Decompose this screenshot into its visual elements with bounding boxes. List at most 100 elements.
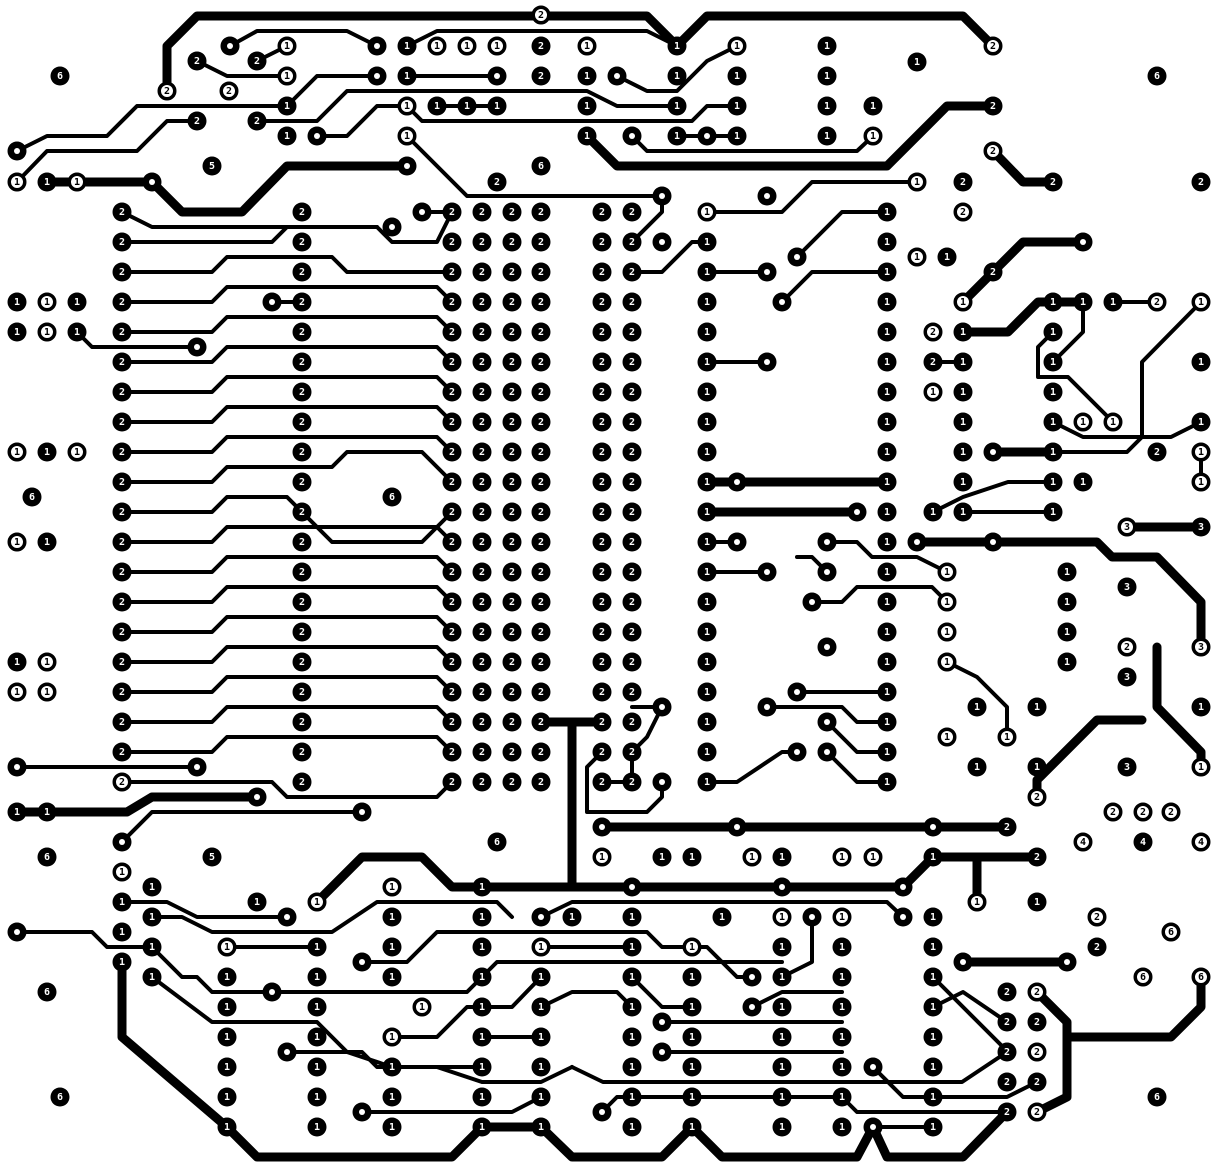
pad xyxy=(652,232,672,252)
pad-label: 1 xyxy=(884,597,890,608)
pad: 1 xyxy=(472,997,492,1017)
pad: 1 xyxy=(923,847,943,867)
pad: 1 xyxy=(382,907,402,927)
pad: 1 xyxy=(247,892,267,912)
pad-label: 1 xyxy=(314,897,320,908)
pad-label: 2 xyxy=(449,297,455,308)
pad: 1 xyxy=(877,622,897,642)
connector-pad: 2 xyxy=(592,262,612,282)
pad-label: 1 xyxy=(704,327,710,338)
pad: 1 xyxy=(1191,412,1211,432)
pad-label: 1 xyxy=(538,972,544,983)
pad-label: 1 xyxy=(914,252,920,263)
pad-label: 2 xyxy=(538,627,544,638)
pad xyxy=(697,126,717,146)
pad-label: 1 xyxy=(974,897,980,908)
pad-label: 1 xyxy=(389,942,395,953)
pad: 1 xyxy=(953,382,973,402)
pad-label: 2 xyxy=(119,567,125,578)
pad: 6 xyxy=(37,982,57,1002)
pad: 1 xyxy=(7,532,27,552)
pad-label: 2 xyxy=(479,327,485,338)
pad-label: 1 xyxy=(314,1092,320,1103)
pad-label: 2 xyxy=(509,207,515,218)
pad xyxy=(652,697,672,717)
pad: 2 xyxy=(1027,787,1047,807)
signal-trace xyxy=(780,270,889,304)
pad-label: 2 xyxy=(299,417,305,428)
pad: 1 xyxy=(217,1117,237,1137)
pad: 2 xyxy=(1147,442,1167,462)
pad: 1 xyxy=(382,877,402,897)
pad: 1 xyxy=(923,1027,943,1047)
pad-label: 1 xyxy=(149,942,155,953)
pad: 2 xyxy=(112,712,132,732)
pad-label: 1 xyxy=(779,1122,785,1133)
pad-label: 1 xyxy=(824,41,830,52)
pad: 1 xyxy=(953,442,973,462)
pad-label: 2 xyxy=(538,267,544,278)
pad: 1 xyxy=(307,1057,327,1077)
pad: 1 xyxy=(307,1027,327,1047)
pad-label: 2 xyxy=(479,507,485,518)
pad-label: 1 xyxy=(704,417,710,428)
power-rail xyxy=(147,161,412,217)
pad: 1 xyxy=(37,682,57,702)
connector-pad: 2 xyxy=(442,652,462,672)
pad: 1 xyxy=(472,967,492,987)
pad: 1 xyxy=(667,66,687,86)
pad: 1 xyxy=(682,1057,702,1077)
pad-label: 1 xyxy=(824,71,830,82)
signal-trace xyxy=(825,540,949,574)
pad: 1 xyxy=(217,1087,237,1107)
pad-label: 1 xyxy=(930,1032,936,1043)
pad: 1 xyxy=(622,1117,642,1137)
connector-pad: 2 xyxy=(622,592,642,612)
signal-trace xyxy=(120,255,454,274)
pad-label: 3 xyxy=(1124,522,1130,533)
pad: 1 xyxy=(863,96,883,116)
pad: 1 xyxy=(967,757,987,777)
pad: 1 xyxy=(877,772,897,792)
pad: 1 xyxy=(682,1087,702,1107)
pad xyxy=(220,36,240,56)
pad-label: 1 xyxy=(44,807,50,818)
connector-pad: 2 xyxy=(531,352,551,372)
pad-label: 2 xyxy=(960,207,966,218)
pad-label: 2 xyxy=(599,537,605,548)
pad-label: 1 xyxy=(884,207,890,218)
pad-label: 1 xyxy=(314,972,320,983)
pad-label: 1 xyxy=(119,897,125,908)
pad xyxy=(817,637,837,657)
pad: 1 xyxy=(877,232,897,252)
pad-label: 1 xyxy=(930,942,936,953)
pad: 1 xyxy=(397,66,417,86)
pad: 1 xyxy=(1057,622,1077,642)
pad-label: 2 xyxy=(629,717,635,728)
pad-label: 2 xyxy=(599,357,605,368)
pad-label: 2 xyxy=(538,387,544,398)
connector-pad: 2 xyxy=(622,322,642,342)
pad-label: 2 xyxy=(479,777,485,788)
signal-trace xyxy=(630,975,694,1009)
pad: 1 xyxy=(742,847,762,867)
pad: 2 xyxy=(292,232,312,252)
pad: 2 xyxy=(1027,982,1047,1002)
pad xyxy=(757,352,777,372)
pad: 6 xyxy=(1133,967,1153,987)
pad: 1 xyxy=(37,442,57,462)
pad: 1 xyxy=(112,862,132,882)
signal-trace xyxy=(15,74,379,153)
pad xyxy=(652,772,672,792)
pad: 1 xyxy=(877,412,897,432)
pad: 2 xyxy=(487,172,507,192)
pad: 1 xyxy=(877,202,897,222)
pad-label: 1 xyxy=(674,101,680,112)
pad-label: 2 xyxy=(538,71,544,82)
pad: 6 xyxy=(37,847,57,867)
pad-label: 1 xyxy=(44,657,50,668)
pad-label: 2 xyxy=(119,627,125,638)
pad-label: 1 xyxy=(930,852,936,863)
pad-label: 2 xyxy=(299,537,305,548)
pad-label: 1 xyxy=(44,297,50,308)
